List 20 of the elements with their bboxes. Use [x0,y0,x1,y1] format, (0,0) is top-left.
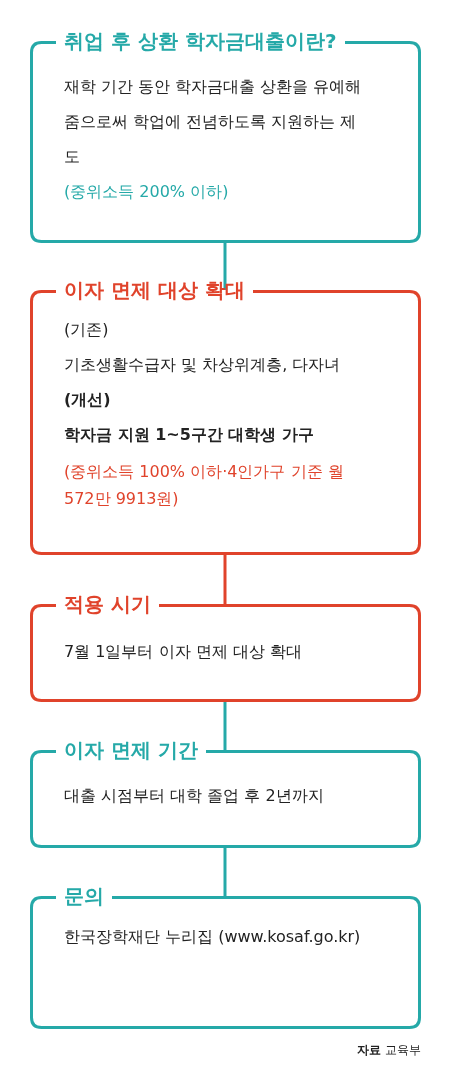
connector-line [223,702,227,750]
body-text: 기초생활수급자 및 차상위계층, 다자녀 [64,354,342,376]
body-text: (기존) [64,319,110,341]
box-heading: 이자 면제 기간 [64,737,198,763]
body-text: 한국장학재단 누리집 (www.kosaf.go.kr) [64,926,362,948]
box-heading: 이자 면제 대상 확대 [64,277,245,303]
body-text: 학자금 지원 1~5구간 대학생 가구 [64,424,315,446]
note-text: (중위소득 200% 이하) [64,181,230,203]
box-heading: 적용 시기 [64,591,151,617]
source-note: 자료 교육부 [357,1042,421,1058]
connector-line [223,848,227,896]
body-text: 재학 기간 동안 학자금대출 상환을 유예해줌으로써 학업에 전념하도록 지원하는 제도 [64,76,363,168]
box-heading: 취업 후 상환 학자금대출이란? [64,28,337,54]
body-text: (개선) [64,389,112,411]
connector-line [223,243,227,290]
body-text: 대출 시점부터 대학 졸업 후 2년까지 [64,785,325,807]
note-text: (중위소득 100% 이하·4인가구 기준 월 572만 9913원) [64,461,345,510]
box-heading: 문의 [64,883,104,909]
body-text: 7월 1일부터 이자 면제 대상 확대 [64,641,303,663]
connector-line [223,555,227,604]
